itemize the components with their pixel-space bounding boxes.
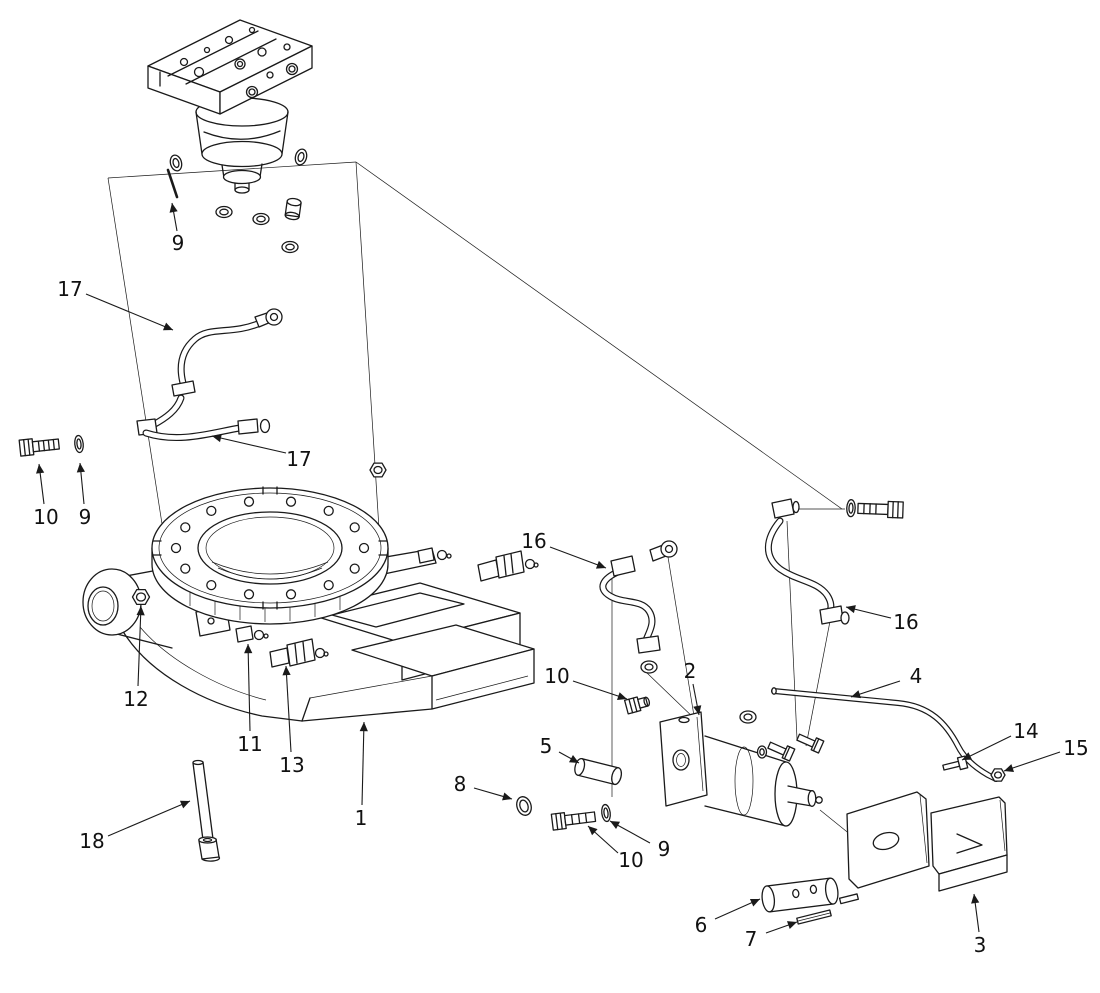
svg-text:2: 2 (684, 659, 697, 683)
housing-base (82, 548, 535, 722)
svg-text:18: 18 (79, 829, 104, 853)
washer-cylinder (756, 745, 768, 759)
callout-7: 7 (745, 921, 798, 951)
coupler-fittings-top (417, 547, 539, 582)
callout-10-center: 10 (544, 664, 628, 701)
cylinder-bolt-b (796, 733, 825, 754)
callout-18: 18 (79, 800, 191, 853)
svg-text:16: 16 (521, 529, 546, 553)
callout-5: 5 (540, 734, 580, 764)
hose-17-lower (142, 418, 271, 442)
callout-2: 2 (684, 659, 702, 716)
spacer-6 (761, 877, 839, 913)
callout-16-center: 16 (521, 529, 607, 569)
cylinder-2 (659, 711, 823, 827)
o-ring-8 (516, 796, 532, 816)
washer-9-bottom (601, 803, 611, 823)
pin-7 (796, 909, 832, 925)
svg-text:10: 10 (33, 505, 58, 529)
svg-text:11: 11 (237, 732, 262, 756)
svg-text:14: 14 (1013, 719, 1038, 743)
callout-9-top: 9 (169, 202, 185, 255)
callout-6: 6 (695, 898, 761, 937)
rod-4 (771, 687, 999, 782)
svg-text:1: 1 (355, 806, 368, 830)
pin-9 (166, 168, 179, 199)
o-ring-cylinder-top (739, 710, 757, 724)
bolt-10-bottom (550, 811, 597, 831)
callout-4: 4 (850, 664, 923, 699)
hydraulic-motor (195, 97, 289, 194)
svg-text:4: 4 (910, 664, 923, 688)
svg-text:10: 10 (544, 664, 569, 688)
slewing-ring (151, 462, 389, 625)
control-valve-block (147, 19, 313, 115)
callout-9-left: 9 (76, 462, 92, 529)
hose-16-center (599, 540, 678, 674)
screw-14 (942, 755, 969, 771)
port-fitting (284, 197, 302, 221)
svg-text:5: 5 (540, 734, 553, 758)
svg-text:6: 6 (695, 913, 708, 937)
nut-15 (990, 768, 1006, 782)
svg-text:7: 7 (745, 927, 758, 951)
callout-10-bottom: 10 (587, 825, 644, 872)
coupler-13 (269, 638, 329, 668)
bolt-10-left (18, 438, 60, 457)
svg-text:15: 15 (1063, 736, 1088, 760)
callout-1: 1 (355, 721, 368, 830)
plug-10-center (623, 696, 651, 715)
svg-text:17: 17 (286, 447, 311, 471)
pin-5 (574, 757, 623, 786)
svg-text:8: 8 (454, 772, 467, 796)
nut-12 (131, 588, 151, 606)
projection-lines (107, 161, 873, 853)
banjo-bolt-right (846, 499, 904, 519)
callout-16-right: 16 (845, 605, 919, 634)
svg-text:12: 12 (123, 687, 148, 711)
callouts: 9 17 17 10 9 16 16 12 (33, 202, 1089, 957)
callout-3: 3 (971, 893, 987, 957)
svg-text:13: 13 (279, 753, 304, 777)
svg-text:3: 3 (974, 933, 987, 957)
top-seals-and-pin (166, 148, 308, 254)
roll-pin (838, 893, 859, 905)
callout-11: 11 (237, 643, 263, 756)
fitting-11 (235, 625, 269, 643)
callout-15: 15 (1003, 736, 1089, 772)
callout-14: 14 (961, 719, 1039, 761)
svg-text:16: 16 (893, 610, 918, 634)
hose-17-upper (136, 308, 283, 436)
callout-12: 12 (123, 605, 149, 711)
cylinder-bolt-a (767, 741, 796, 762)
callout-8: 8 (454, 772, 513, 801)
callout-17-lower: 17 (211, 434, 312, 471)
svg-text:9: 9 (172, 231, 185, 255)
svg-text:10: 10 (618, 848, 643, 872)
callout-9-bottom: 9 (609, 820, 671, 861)
hose-16-right (764, 498, 850, 625)
nut-upper (369, 462, 387, 478)
svg-text:17: 17 (57, 277, 82, 301)
bracket-3 (846, 791, 1008, 892)
callout-10-left: 10 (33, 463, 59, 529)
callout-17-upper: 17 (57, 277, 174, 331)
bolt-18 (192, 759, 221, 862)
washer-9-left (74, 434, 84, 454)
svg-text:9: 9 (658, 837, 671, 861)
svg-text:9: 9 (79, 505, 92, 529)
callout-13: 13 (279, 665, 305, 777)
